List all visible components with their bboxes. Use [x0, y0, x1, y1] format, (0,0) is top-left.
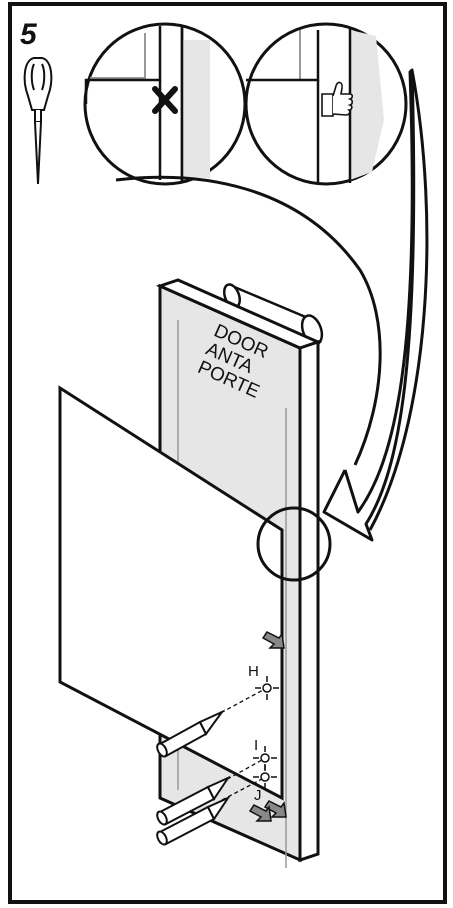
hole-j-label: J — [254, 787, 262, 804]
hole-h-label: H — [248, 663, 259, 680]
step-number: 5 — [20, 18, 38, 51]
inset-wrong-alignment — [85, 24, 245, 184]
inset-correct-alignment — [246, 24, 406, 184]
hole-i-label: I — [254, 737, 258, 754]
